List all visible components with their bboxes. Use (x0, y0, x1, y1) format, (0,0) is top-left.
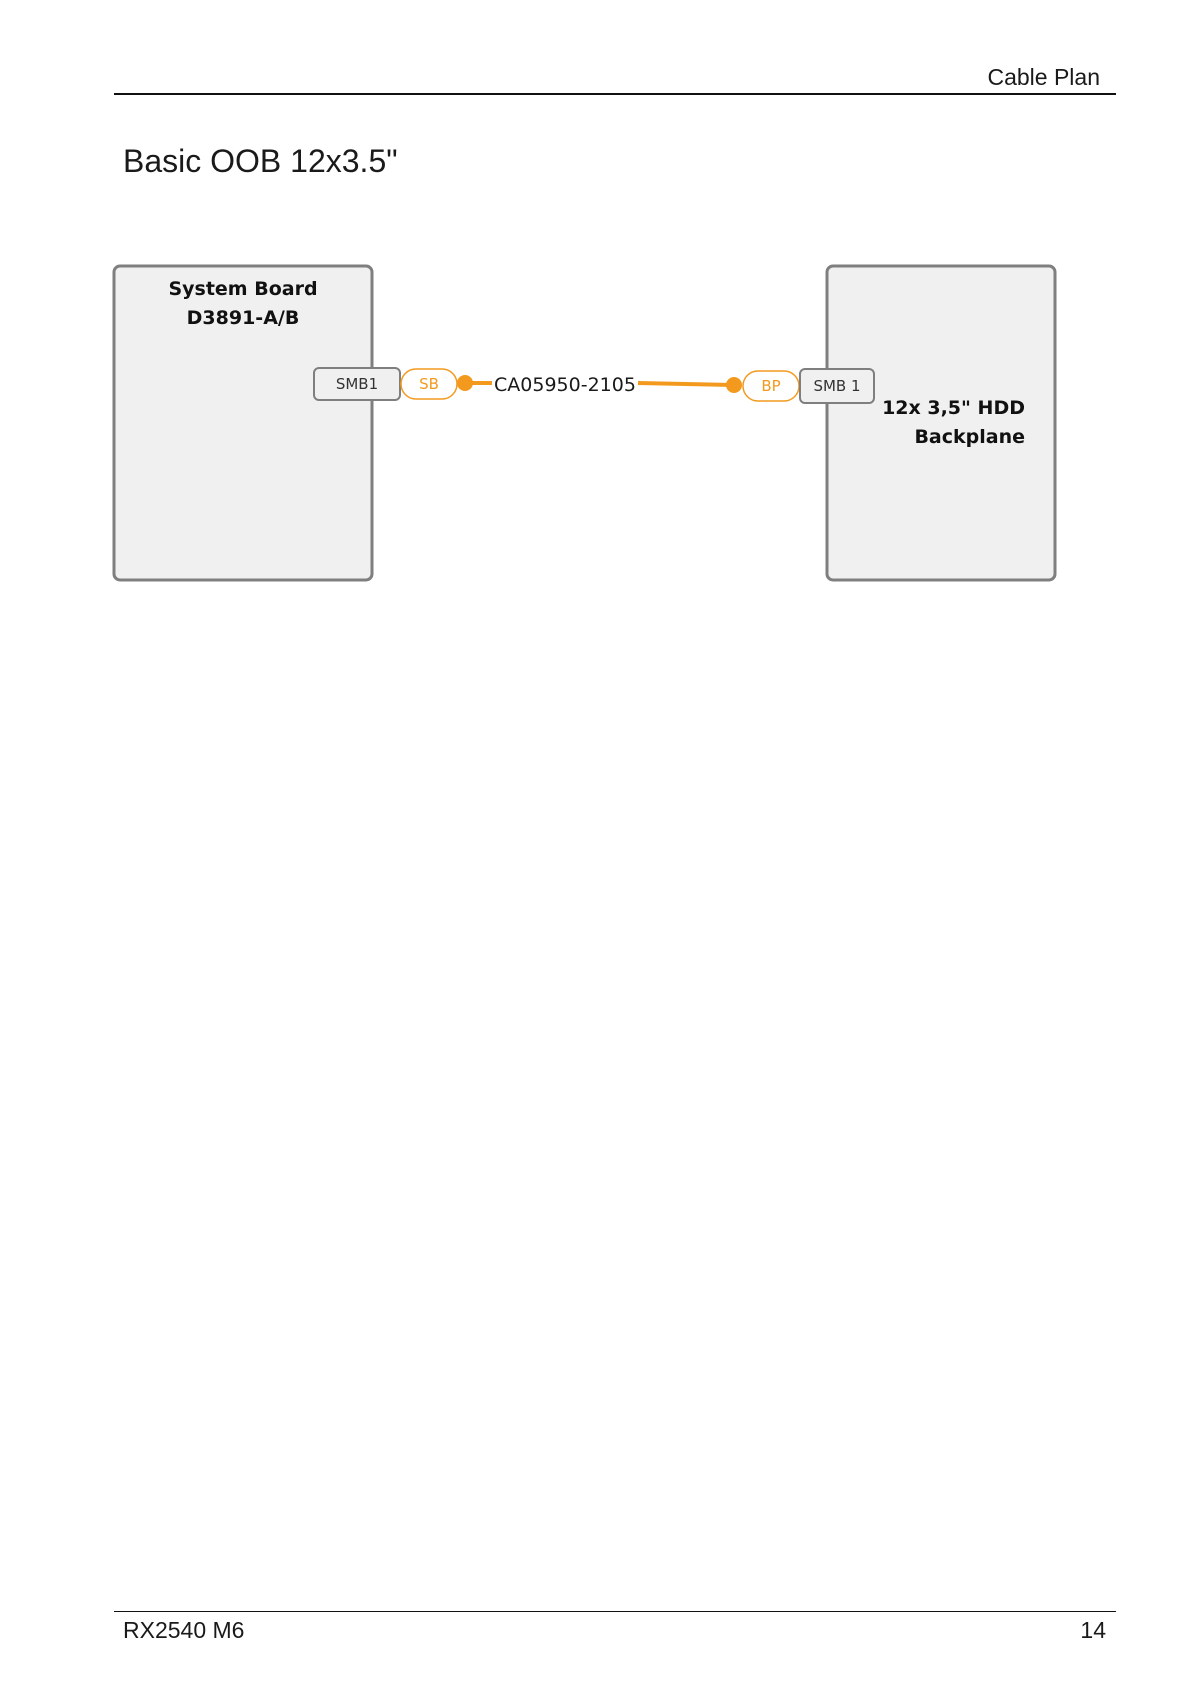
cable-line-right (638, 383, 733, 385)
system-board-title: System Board (168, 278, 317, 300)
cable-diagram: System Board D3891-A/B 12x 3,5" HDD Back… (0, 0, 1191, 700)
page-number: 14 (1080, 1617, 1106, 1644)
bp-cable-dot (726, 377, 742, 393)
sb-cable-dot (457, 375, 473, 391)
sb-cable-end-label: SB (419, 375, 439, 393)
bp-cable-end-label: BP (761, 377, 780, 395)
backplane-subtitle: Backplane (914, 426, 1025, 448)
backplane-title: 12x 3,5" HDD (882, 397, 1025, 419)
system-board-model: D3891-A/B (187, 307, 300, 329)
cable-part-number: CA05950-2105 (494, 374, 636, 396)
backplane-box (827, 266, 1055, 580)
footer-model: RX2540 M6 (123, 1617, 244, 1644)
footer-divider (114, 1611, 1116, 1612)
smb1-connector-label: SMB1 (336, 375, 378, 393)
smb-1-connector-label: SMB 1 (813, 377, 860, 395)
